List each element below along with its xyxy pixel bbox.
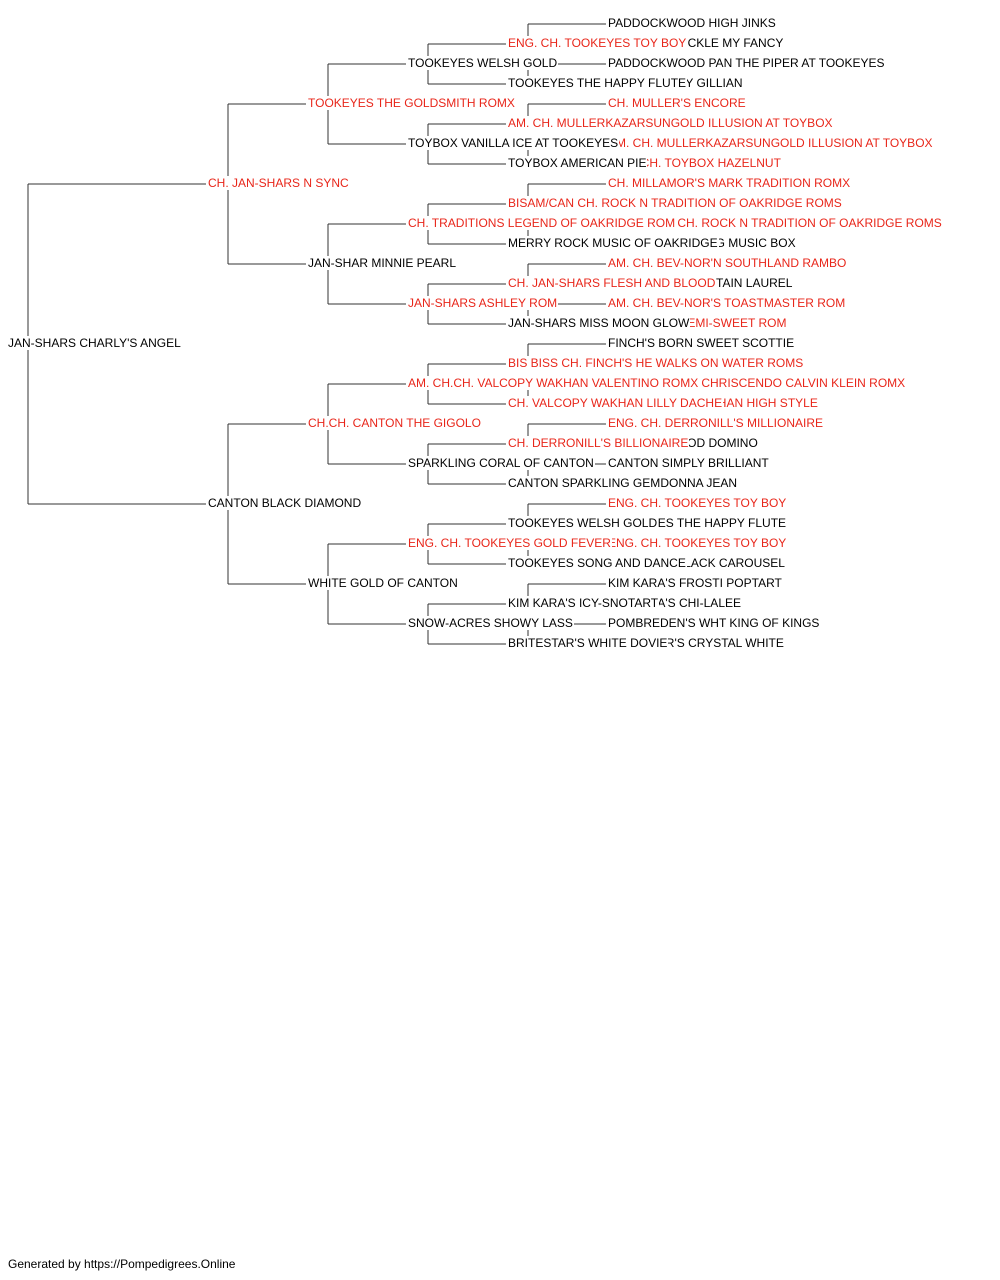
pedigree-node-dam-dam-sire-sire: TOOKEYES WELSH GOLD (508, 516, 659, 530)
pedigree-node-dam-dam: WHITE GOLD OF CANTON (308, 576, 459, 590)
pedigree-node-dam-sire-dam: SPARKLING CORAL OF CANTON (408, 456, 595, 470)
pedigree-node-sire-dam-sire-dam-sire: BISAM/CAN CH. ROCK N TRADITION OF OAKRID… (608, 216, 943, 230)
pedigree-node-dam-dam-sire-sire-sire: ENG. CH. TOOKEYES TOY BOY (608, 496, 788, 510)
pedigree-node-dam-dam-sire-dam-sire: ENG. CH. TOOKEYES TOY BOY (608, 536, 788, 550)
pedigree-node-sire-sire-dam: TOYBOX VANILLA ICE AT TOOKEYES (408, 136, 620, 150)
pedigree-node-sire-sire: TOOKEYES THE GOLDSMITH ROMX (308, 96, 516, 110)
pedigree-node-dam-sire-dam-dam-sire: CANTON SIMPLY BRILLIANT (608, 456, 770, 470)
pedigree-node-dam-sire-dam-sire-sire: ENG. CH. DERRONILL'S MILLIONAIRE (608, 416, 825, 430)
pedigree-node-dam-dam-dam-dam: BRITESTAR'S WHITE DOVIE (508, 636, 669, 650)
pedigree-node-dam-sire: CH.CH. CANTON THE GIGOLO (308, 416, 482, 430)
pedigree-node-dam-dam-dam: SNOW-ACRES SHOWY LASS (408, 616, 574, 630)
pedigree-node-sire-sire-sire-dam-sire: PADDOCKWOOD PAN THE PIPER AT TOOKEYES (608, 56, 886, 70)
pedigree-node-sire-dam-dam: JAN-SHARS ASHLEY ROM (408, 296, 559, 310)
pedigree-node-sire-dam-sire-dam: MERRY ROCK MUSIC OF OAKRIDGE (508, 236, 719, 250)
pedigree-node-dam-sire-sire-sire: BIS BISS CH. FINCH'S HE WALKS ON WATER R… (508, 356, 805, 370)
pedigree-node-dam-sire-dam-sire: CH. DERRONILL'S BILLIONAIRE (508, 436, 690, 450)
pedigree-node-sire-sire-dam-dam: TOYBOX AMERICAN PIE (508, 156, 648, 170)
pedigree-node-sire-dam-sire-sire: BISAM/CAN CH. ROCK N TRADITION OF OAKRID… (508, 196, 843, 210)
pedigree-node-dam-dam-dam-sire: KIM KARA'S ICY-SNOTART (508, 596, 660, 610)
pedigree-node-sire-sire-sire-sire: ENG. CH. TOOKEYES TOY BOY (508, 36, 688, 50)
pedigree-node-subject: JAN-SHARS CHARLY'S ANGEL (8, 336, 182, 350)
pedigree-node-dam-sire-dam-dam: CANTON SPARKLING GEM (508, 476, 662, 490)
generated-by-footer: Generated by https://Pompedigrees.Online (8, 1257, 236, 1271)
pedigree-node-dam-dam-dam-dam-sire: POMBREDEN'S WHT KING OF KINGS (608, 616, 821, 630)
pedigree-node-dam-dam-dam-sire-sire: KIM KARA'S FROSTI POPTART (608, 576, 783, 590)
pedigree-node-sire-sire-sire-sire-sire: PADDOCKWOOD HIGH JINKS (608, 16, 777, 30)
pedigree-node-sire-sire-dam-sire: AM. CH. MULLERKAZARSUNGOLD ILLUSION AT T… (508, 116, 834, 130)
pedigree-node-sire-sire-dam-dam-dam: ENG. CH. TOYBOX HAZELNUT (608, 156, 782, 170)
pedigree-node-dam-sire-sire-dam: CH. VALCOPY WAKHAN LILLY DACHE (508, 396, 724, 410)
pedigree-node-sire-sire-sire-dam: TOOKEYES THE HAPPY FLUTE (508, 76, 688, 90)
pedigree-node-sire-sire-dam-sire-sire: CH. MULLER'S ENCORE (608, 96, 747, 110)
pedigree-node-sire: CH. JAN-SHARS N SYNC (208, 176, 350, 190)
pedigree-node-dam-dam-sire-dam: TOOKEYES SONG AND DANCE (508, 556, 687, 570)
pedigree-node-sire-dam: JAN-SHAR MINNIE PEARL (308, 256, 458, 270)
pedigree-node-sire-dam-dam-dam: JAN-SHARS MISS MOON GLOW (508, 316, 691, 330)
pedigree-node-sire-sire-dam-dam-sire: AM. CH. MULLERKAZARSUNGOLD ILLUSION AT T… (608, 136, 934, 150)
pedigree-node-sire-dam-sire: CH. TRADITIONS LEGEND OF OAKRIDGE ROM (408, 216, 677, 230)
pedigree-node-sire-dam-dam-sire: CH. JAN-SHARS FLESH AND BLOOD (508, 276, 717, 290)
pedigree-node-dam: CANTON BLACK DIAMOND (208, 496, 363, 510)
pedigree-node-dam-sire-sire-sire-sire: FINCH'S BORN SWEET SCOTTIE (608, 336, 796, 350)
pedigree-node-dam-dam-sire: ENG. CH. TOOKEYES GOLD FEVER (408, 536, 612, 550)
pedigree-node-dam-sire-sire: AM. CH.CH. VALCOPY WAKHAN VALENTINO ROMX (408, 376, 700, 390)
pedigree-node-sire-dam-sire-sire-sire: CH. MILLAMOR'S MARK TRADITION ROMX (608, 176, 852, 190)
pedigree-node-sire-dam-dam-sire-sire: AM. CH. BEV-NOR'N SOUTHLAND RAMBO (608, 256, 848, 270)
pedigree-node-sire-sire-sire: TOOKEYES WELSH GOLD (408, 56, 559, 70)
pedigree-node-sire-dam-dam-dam-sire: AM. CH. BEV-NOR'S TOASTMASTER ROM (608, 296, 847, 310)
